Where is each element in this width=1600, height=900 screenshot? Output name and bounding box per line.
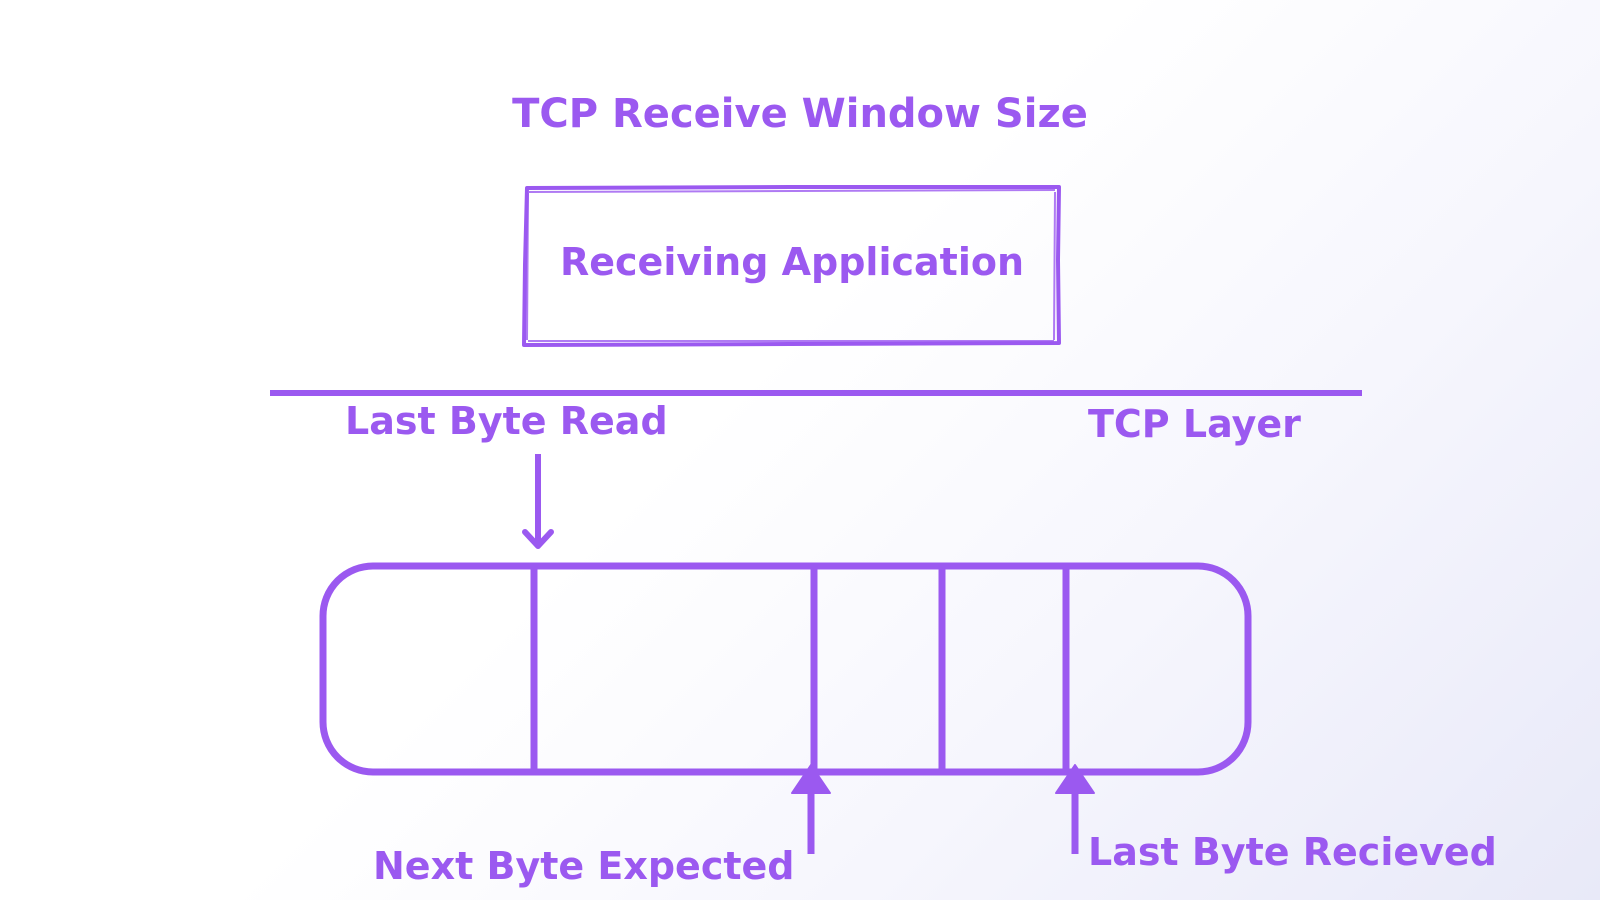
last-byte-received-label: Last Byte Recieved — [1088, 830, 1497, 874]
last-byte-read-label: Last Byte Read — [345, 399, 668, 443]
receive-buffer-outline — [319, 562, 1252, 776]
next-byte-expected-label: Next Byte Expected — [373, 844, 795, 888]
next-byte-expected-arrow — [791, 764, 831, 854]
receive-buffer — [319, 562, 1252, 776]
last-byte-received-arrow — [1055, 764, 1095, 854]
application-box-label: Receiving Application — [560, 240, 1024, 284]
application-box-outline — [522, 185, 1061, 347]
application-box-sketch-stroke — [526, 189, 1056, 342]
tcp-layer-label: TCP Layer — [1088, 402, 1301, 446]
last-byte-read-arrow — [522, 454, 554, 549]
diagram-title: TCP Receive Window Size — [512, 91, 1088, 137]
receiving-application-box: Receiving Application — [522, 185, 1061, 347]
